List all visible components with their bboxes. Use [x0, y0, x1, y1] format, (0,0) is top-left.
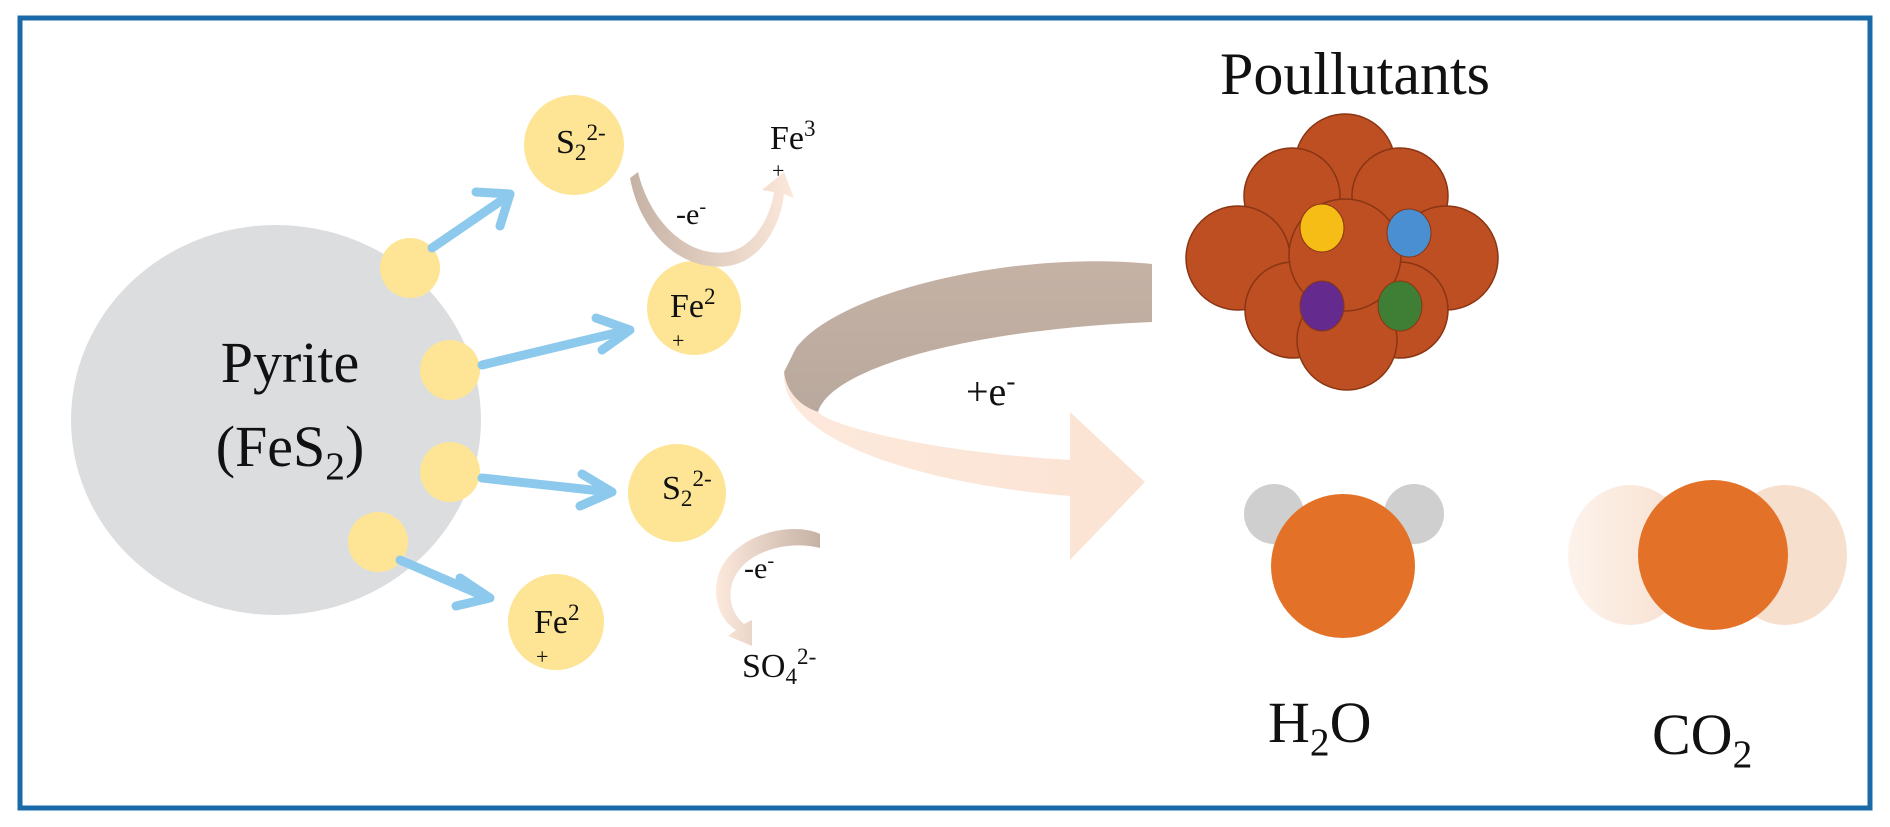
pyrite-label: Pyrite — [170, 334, 410, 392]
pollutant-dot-yellow — [1299, 203, 1345, 253]
surface-site-4 — [348, 512, 408, 572]
ion-fe2-bottom-label: Fe2 — [534, 600, 580, 641]
pyrite-name: Pyrite — [220, 330, 360, 395]
electron-gain-label: +e- — [966, 366, 1016, 414]
ion-s2-top — [524, 95, 624, 195]
ion-fe2-bottom — [508, 574, 604, 670]
surface-site-1 — [380, 238, 440, 298]
ion-fe2-upper-plus: + — [672, 328, 685, 353]
release-arrow-2 — [477, 313, 635, 370]
h2o-molecule — [1244, 484, 1444, 638]
h2o-label: H2O — [1268, 690, 1372, 764]
surface-site-2 — [420, 340, 480, 400]
electron-transfer-loop — [783, 261, 1152, 560]
co2-label: CO2 — [1652, 702, 1753, 776]
pollutants-title: Poullutants — [1220, 41, 1491, 107]
electron-loss-arrow-2 — [716, 529, 820, 646]
pollutant-dot-purple — [1299, 280, 1345, 332]
pollutant-dot-green — [1377, 280, 1423, 332]
release-arrow-3 — [477, 469, 617, 511]
surface-site-3 — [420, 442, 480, 502]
ion-s2-lower — [628, 444, 726, 542]
pollutant-cluster — [1185, 113, 1499, 391]
electron-loss-label-1: -e- — [676, 195, 707, 231]
ion-fe2-upper-label: Fe2 — [670, 284, 716, 325]
co2-molecule — [1568, 480, 1847, 630]
release-arrow-1 — [427, 187, 515, 253]
ion-fe2-upper — [647, 261, 741, 355]
electron-loss-arrow-1 — [630, 172, 794, 267]
ion-fe2-bottom-plus: + — [536, 644, 549, 669]
diagram-frame — [17, 15, 1873, 811]
product-fe3-plus: + — [772, 158, 785, 183]
product-fe3-label: Fe3 — [770, 116, 816, 157]
ion-s2-top-label: S22- — [556, 120, 606, 167]
release-arrow-4 — [395, 555, 495, 611]
pyrite-formula-open: (FeS — [215, 414, 326, 479]
pollutant-dot-blue — [1386, 208, 1432, 258]
product-so4-label: SO42- — [742, 644, 817, 691]
pyrite-formula: (FeS2) — [170, 418, 410, 486]
pyrite-formula-close: ) — [344, 414, 365, 479]
pyrite-formula-sub: 2 — [325, 443, 345, 488]
electron-loss-label-2: -e- — [744, 549, 775, 585]
ion-s2-lower-label: S22- — [662, 466, 712, 513]
